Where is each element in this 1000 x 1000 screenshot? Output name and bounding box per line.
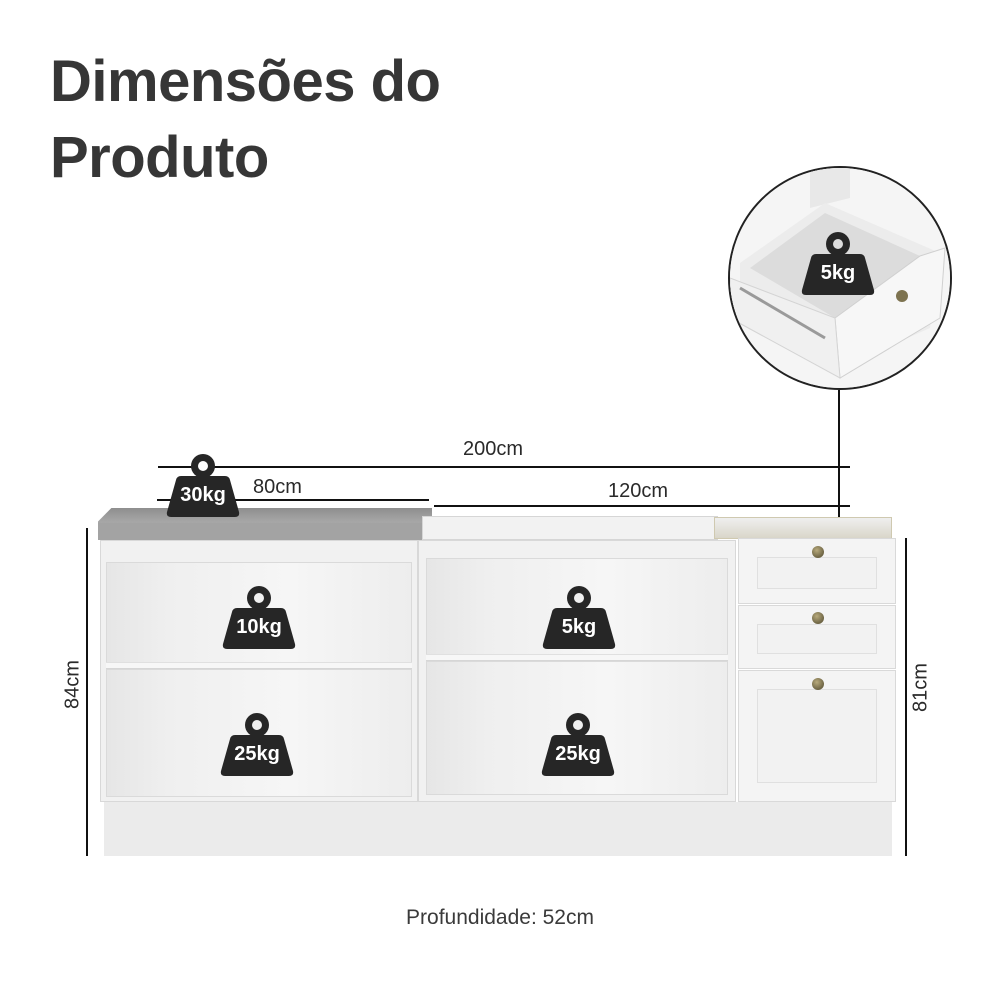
drawer-module-top xyxy=(714,517,892,539)
left-upper-weight-label: 10kg xyxy=(236,616,282,638)
drawer-weight-icon: 5kg xyxy=(800,230,876,296)
drawer-2-knob-icon[interactable] xyxy=(812,612,824,624)
center-top-frame xyxy=(422,516,718,540)
detail-leader-line xyxy=(838,390,840,574)
title-line-1: Dimensões do xyxy=(50,49,441,114)
left-width-label: 80cm xyxy=(253,476,302,498)
countertop-weight-label: 30kg xyxy=(180,484,226,506)
title-line-2: Produto xyxy=(50,125,269,190)
center-shelf xyxy=(426,654,728,661)
left-shelf xyxy=(106,662,412,669)
total-width-label: 200cm xyxy=(463,438,524,460)
left-lower-weight-label: 25kg xyxy=(234,743,280,765)
center-upper-weight-icon: 5kg xyxy=(541,584,617,650)
total-width-line xyxy=(158,466,850,468)
drawer-1[interactable] xyxy=(738,538,896,604)
drawer-2[interactable] xyxy=(738,605,896,669)
right-height-line xyxy=(905,538,907,856)
center-plinth xyxy=(420,802,736,856)
cabinet-door[interactable] xyxy=(738,670,896,802)
drawer-1-knob-icon[interactable] xyxy=(812,546,824,558)
center-upper-weight-label: 5kg xyxy=(561,616,597,638)
left-height-label: 84cm xyxy=(61,660,84,709)
right-plinth xyxy=(736,802,892,856)
countertop-weight-icon: 30kg xyxy=(165,452,241,518)
door-knob-icon[interactable] xyxy=(812,678,824,690)
right-width-label: 120cm xyxy=(608,480,669,502)
left-height-line xyxy=(86,528,88,856)
drawer-detail-circle: 5kg xyxy=(728,166,952,390)
right-width-line xyxy=(434,505,850,507)
center-lower-weight-icon: 25kg xyxy=(540,711,616,777)
center-lower-weight-label: 25kg xyxy=(555,743,601,765)
open-drawer-illustration xyxy=(730,168,950,388)
drawer-weight-label: 5kg xyxy=(820,262,856,284)
left-upper-weight-icon: 10kg xyxy=(221,584,297,650)
countertop-edge xyxy=(98,523,432,540)
left-plinth xyxy=(104,802,420,856)
depth-label: Profundidade: 52cm xyxy=(406,906,594,929)
left-lower-weight-icon: 25kg xyxy=(219,711,295,777)
right-height-label: 81cm xyxy=(909,663,932,712)
page-title: Dimensões do Produto xyxy=(50,44,441,196)
left-width-line xyxy=(157,499,429,501)
